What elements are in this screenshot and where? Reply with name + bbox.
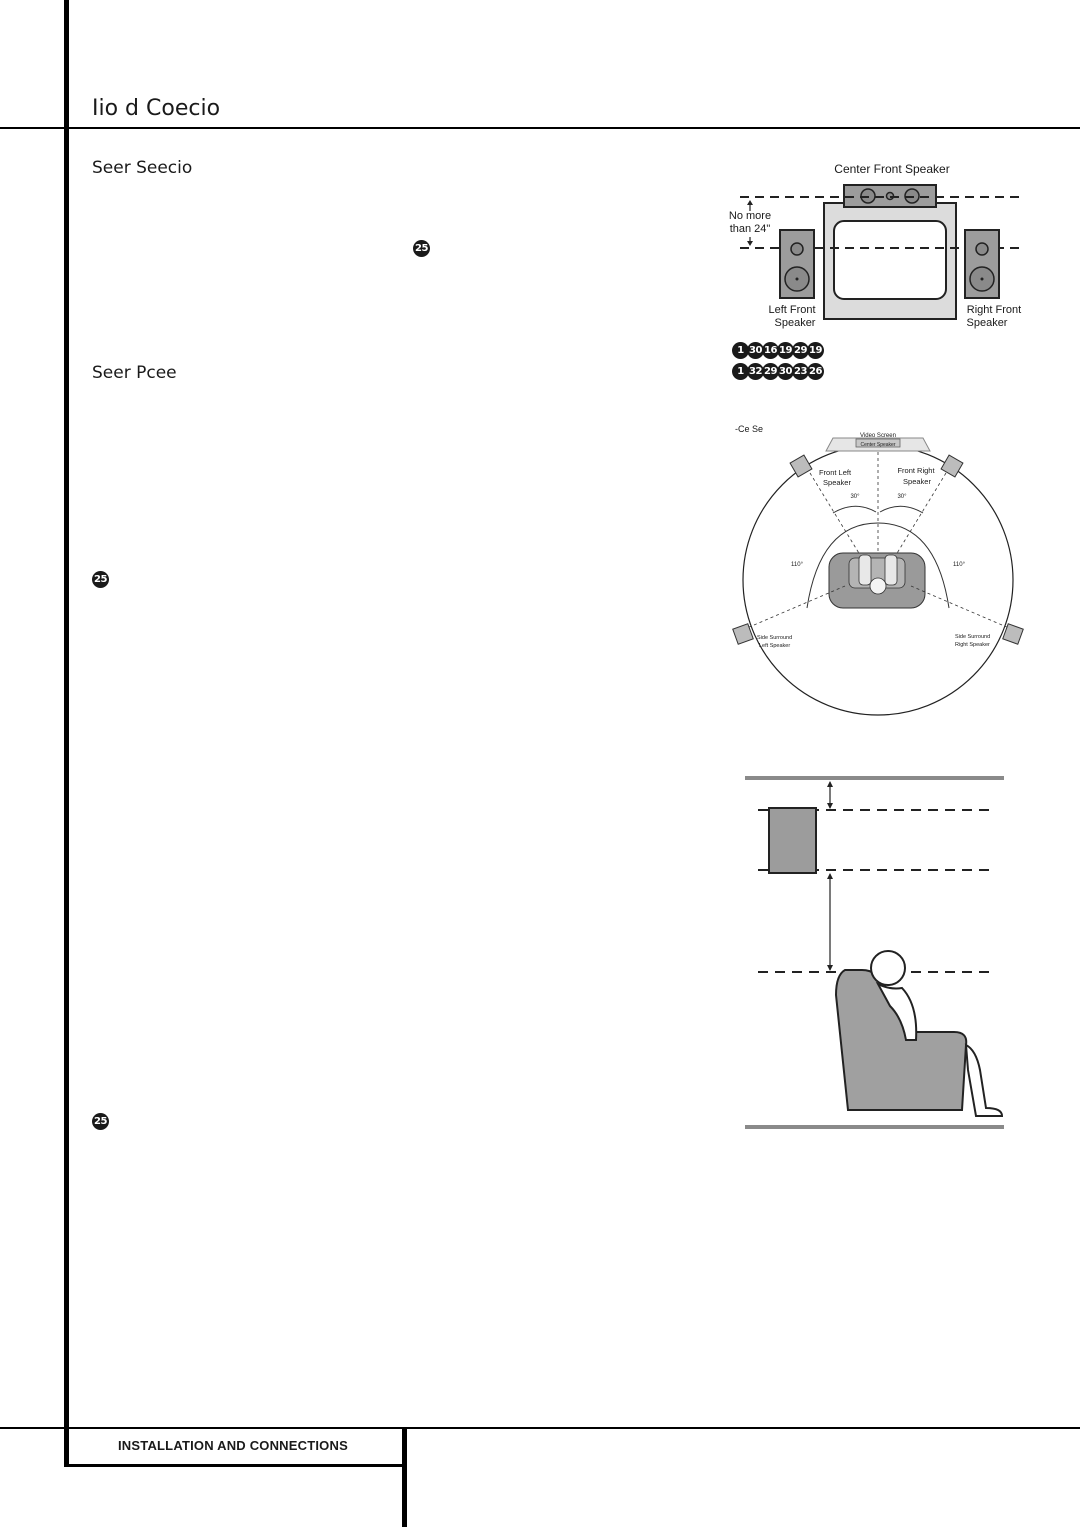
front-right-label: Front Right [897,466,935,475]
front-speaker-figure: Center Front Speaker No more than 24" Le… [729,162,1022,329]
surround-left-speaker [732,623,754,645]
circled-number: 32 [747,363,764,380]
surround-right-label: Right Speaker [955,642,990,648]
section-heading-speaker-placement: Seer Pcee [92,363,177,383]
front-left-label: Front Left [819,468,852,477]
circled-number: 23 [792,363,809,380]
center-speaker-label: Center Speaker [860,442,895,448]
circled-number: 29 [792,342,809,359]
circled-number: 1 [732,363,749,380]
right-front-label: Speaker [967,317,1008,329]
distance-label: No more [729,210,771,222]
circled-number-row-1: 1 30 16 19 29 19 [732,342,824,359]
front-right-label: Speaker [903,477,931,486]
side-angle-label: 110° [791,562,804,568]
circled-number: 19 [777,342,794,359]
circled-number: 1 [732,342,749,359]
footer-rule [0,1427,1080,1429]
circled-number: 16 [762,342,779,359]
circled-number-row-2: 1 32 29 30 23 26 [732,363,824,380]
reference-marker: 25 [92,571,109,588]
left-margin-bar [64,0,69,1466]
left-front-label: Speaker [775,317,816,329]
center-speaker-label: Center Front Speaker [834,162,949,176]
circled-number: 29 [762,363,779,380]
surround-layout-figure: -Ce Se Video Screen Center Speaker Front… [732,424,1024,716]
center-speaker [855,438,901,448]
surround-height-figure [745,776,1004,1129]
reference-marker: 25 [92,1113,109,1130]
angle-label: 30° [850,494,860,500]
listener-head [869,577,887,595]
right-front-label: Right Front [967,304,1021,316]
video-screen-label: Video Screen [860,433,896,439]
reference-marker: 25 [413,240,430,257]
footer-tab-bottom-rule [64,1464,406,1467]
distance-label: than 24" [730,223,771,235]
tv-screen [833,220,947,300]
left-front-label: Left Front [768,304,815,316]
listener-head [870,950,906,986]
circled-number: 30 [777,363,794,380]
circled-number: 30 [747,342,764,359]
surround-right-speaker [1002,623,1024,645]
front-left-speaker [789,454,813,478]
listener-body [875,981,918,1041]
circled-number: 19 [807,342,824,359]
circled-number: 26 [807,363,824,380]
footer-tab-divider [402,1428,407,1527]
footer-section-label: INSTALLATION AND CONNECTIONS [118,1438,348,1453]
angle-label: 30° [897,494,907,500]
surround-left-label: Left Speaker [759,643,790,649]
front-left-label: Speaker [823,478,851,487]
surround-left-label: Side Surround [757,635,792,641]
front-right-speaker [940,454,964,478]
section-heading-speaker-selection: Seer Seecio [92,158,193,178]
surround-speaker [768,807,817,874]
figure-caption: -Ce Se [735,424,763,434]
side-angle-label: 110° [953,562,966,568]
surround-right-label: Side Surround [955,634,990,640]
page-title: Iio d Coecio [92,96,221,121]
header-rule [0,127,1080,129]
